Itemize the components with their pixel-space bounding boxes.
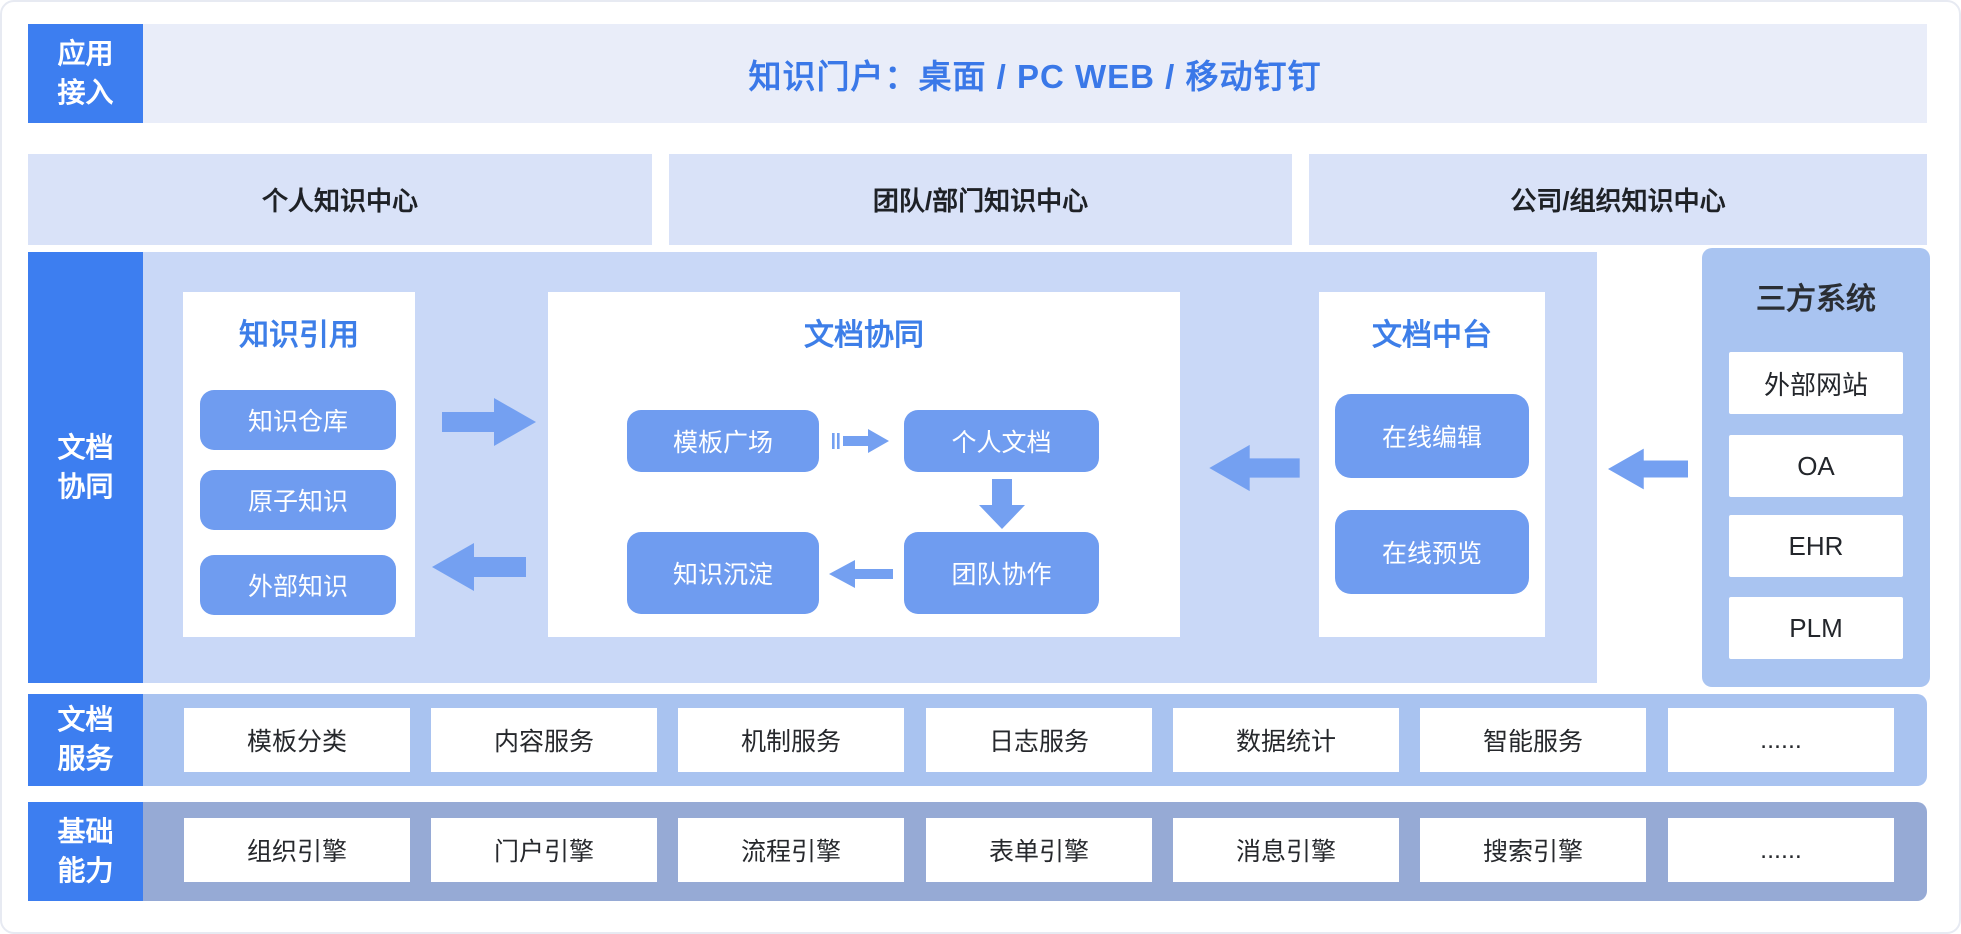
- arrow-down-icon: [978, 479, 1026, 529]
- doc-services-label-line1: 文档: [57, 704, 114, 736]
- node-atomic-knowledge: 原子知识: [200, 470, 396, 530]
- base-capabilities-label-line1: 基础: [57, 815, 114, 847]
- base-capabilities-label-line2: 能力: [57, 854, 114, 886]
- personal-knowledge-center: 个人知识中心: [28, 154, 652, 245]
- node-personal-doc: 个人文档: [904, 410, 1099, 472]
- service-log: 日志服务: [926, 708, 1152, 772]
- service-content: 内容服务: [431, 708, 657, 772]
- doc-collaboration-title: 文档协同: [804, 319, 924, 352]
- arrow-striped-right-icon: [832, 426, 890, 456]
- node-online-preview: 在线预览: [1335, 510, 1529, 594]
- service-mechanism: 机制服务: [678, 708, 904, 772]
- engine-form: 表单引擎: [926, 818, 1152, 882]
- arrow-left-small-icon: [829, 558, 893, 590]
- engine-search: 搜索引擎: [1420, 818, 1646, 882]
- doc-platform-title: 文档中台: [1372, 319, 1492, 352]
- node-ehr: EHR: [1729, 515, 1903, 577]
- service-intelligent: 智能服务: [1420, 708, 1646, 772]
- node-team-collab: 团队协作: [904, 532, 1099, 614]
- third-party-box: 三方系统 外部网站 OA EHR PLM: [1702, 248, 1930, 687]
- arrow-left-icon: [430, 541, 528, 593]
- doc-collab-section-label: 文档 协同: [28, 252, 143, 683]
- app-access-label: 应用 接入: [28, 24, 143, 123]
- doc-collaboration-box: 文档协同 模板广场 个人文档 知识沉淀 团队协作: [548, 292, 1180, 637]
- third-party-title: 三方系统: [1756, 283, 1876, 316]
- node-plm: PLM: [1729, 597, 1903, 659]
- node-knowledge-warehouse: 知识仓库: [200, 390, 396, 450]
- team-knowledge-center: 团队/部门知识中心: [669, 154, 1292, 245]
- knowledge-portal-bar: 知识门户：桌面 / PC WEB / 移动钉钉: [143, 24, 1927, 123]
- doc-collab-label-line2: 协同: [57, 470, 114, 502]
- engine-process: 流程引擎: [678, 818, 904, 882]
- node-online-edit: 在线编辑: [1335, 394, 1529, 478]
- engine-organization: 组织引擎: [184, 818, 410, 882]
- node-knowledge-sink: 知识沉淀: [627, 532, 819, 614]
- app-access-line1: 应用: [57, 37, 114, 69]
- doc-services-label: 文档 服务: [28, 694, 143, 786]
- company-knowledge-center: 公司/组织知识中心: [1309, 154, 1927, 245]
- engine-more: ......: [1668, 818, 1894, 882]
- node-template-plaza: 模板广场: [627, 410, 819, 472]
- doc-collab-label-line1: 文档: [57, 431, 114, 463]
- arrow-right-icon: [442, 396, 536, 448]
- arrow-left-icon: [1207, 443, 1302, 493]
- knowledge-reference-title: 知识引用: [239, 319, 359, 352]
- service-template-category: 模板分类: [184, 708, 410, 772]
- engine-message: 消息引擎: [1173, 818, 1399, 882]
- node-external-knowledge: 外部知识: [200, 555, 396, 615]
- arrow-left-icon: [1608, 445, 1688, 493]
- doc-services-label-line2: 服务: [57, 743, 114, 774]
- app-access-line2: 接入: [57, 76, 114, 108]
- knowledge-portal-title: 知识门户：桌面 / PC WEB / 移动钉钉: [748, 57, 1322, 95]
- node-oa: OA: [1729, 435, 1903, 497]
- node-external-website: 外部网站: [1729, 352, 1903, 414]
- doc-platform-box: 文档中台 在线编辑 在线预览: [1319, 292, 1545, 637]
- service-statistics: 数据统计: [1173, 708, 1399, 772]
- base-capabilities-label: 基础 能力: [28, 802, 143, 901]
- service-more: ......: [1668, 708, 1894, 772]
- knowledge-reference-box: 知识引用 知识仓库 原子知识 外部知识: [183, 292, 415, 637]
- engine-portal: 门户引擎: [431, 818, 657, 882]
